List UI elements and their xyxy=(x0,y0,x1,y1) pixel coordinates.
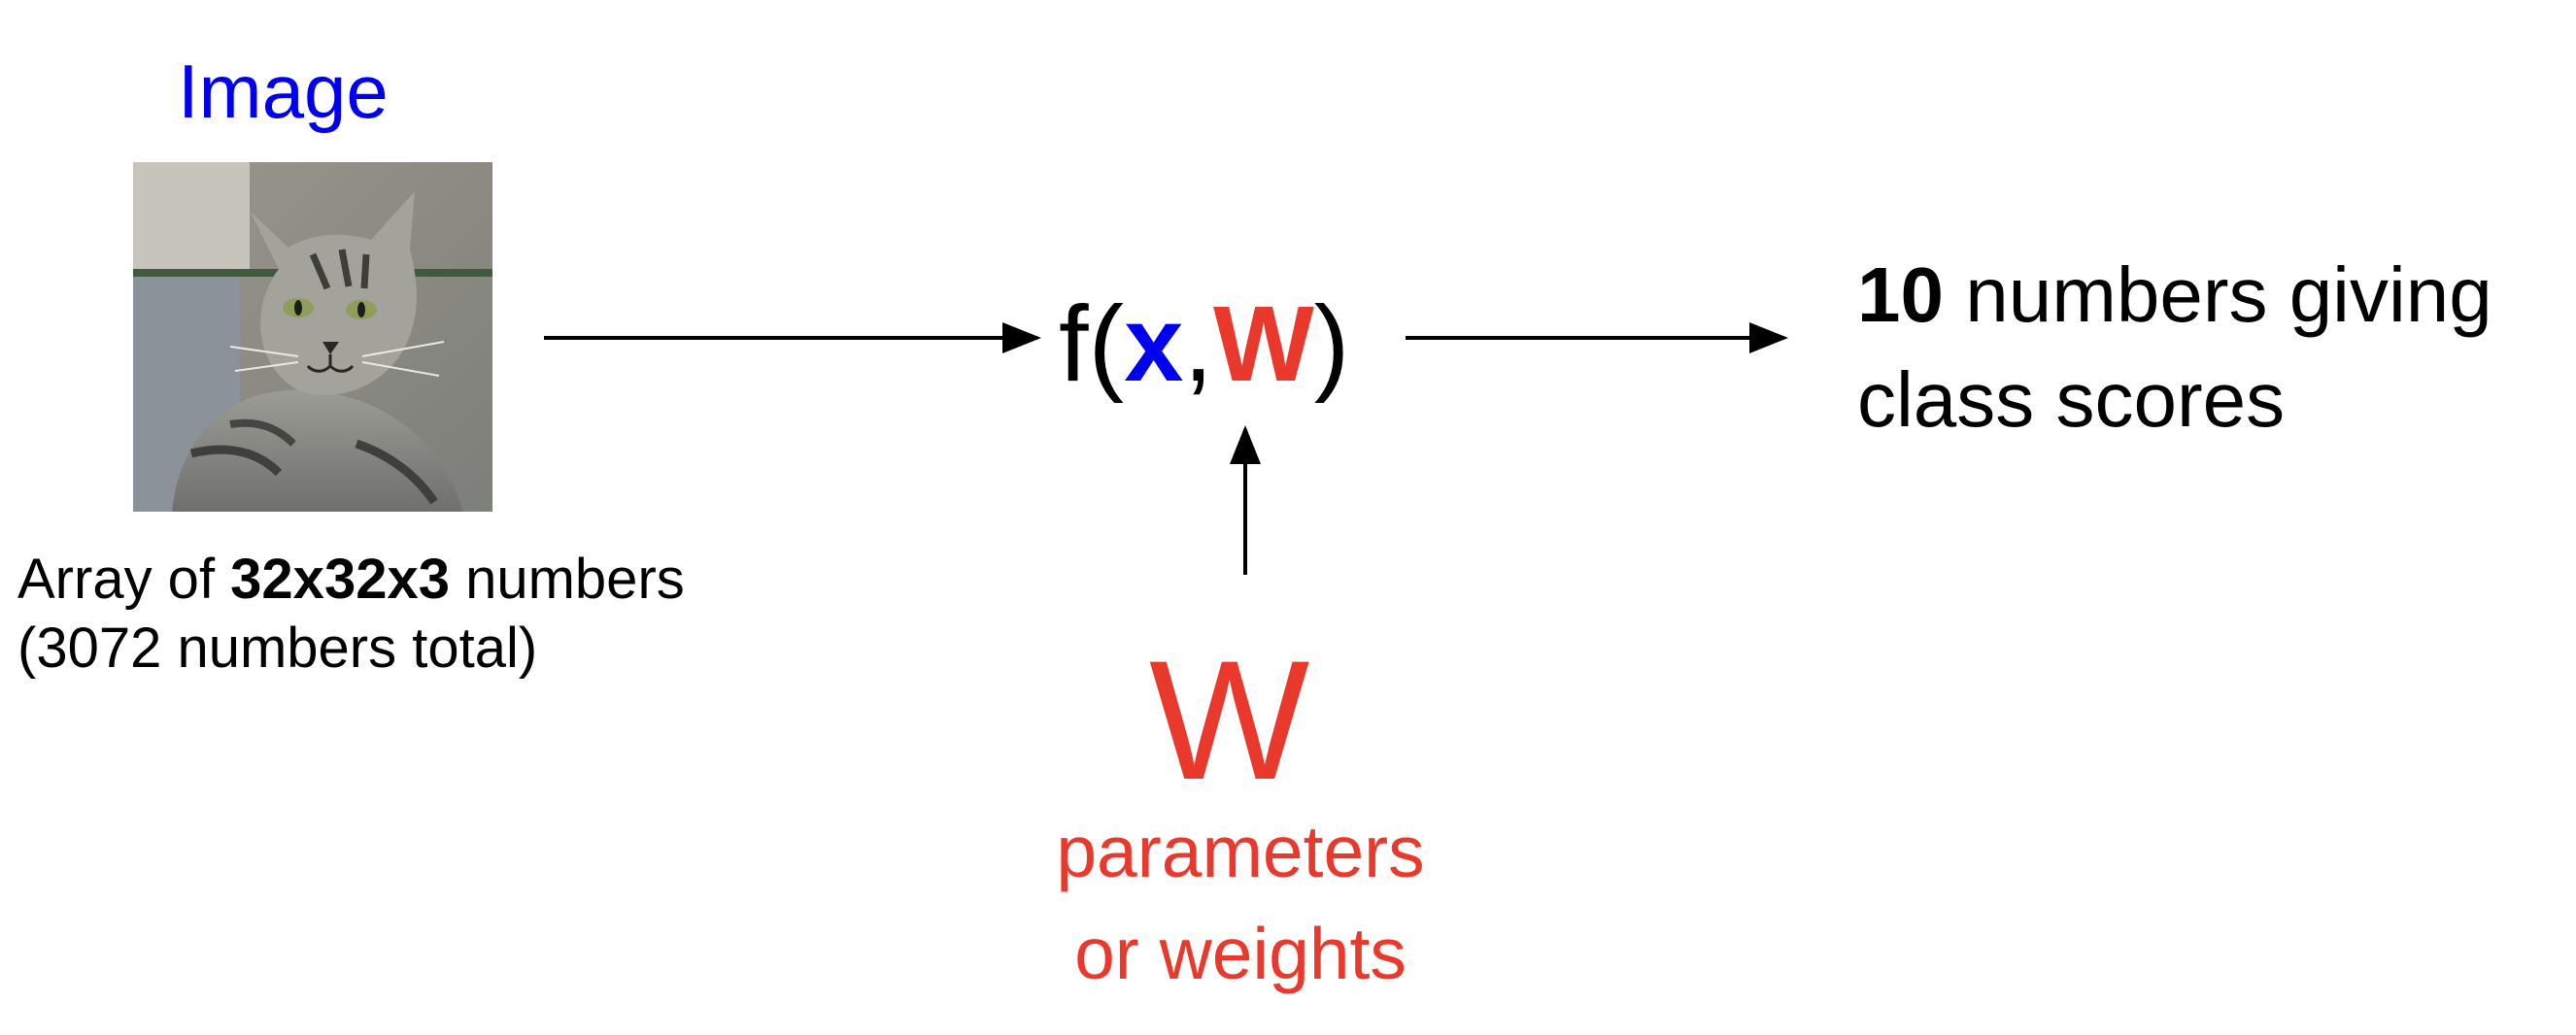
array-caption-prefix: Array of xyxy=(17,548,231,611)
array-caption-suffix: numbers xyxy=(449,548,685,611)
weights-caption: parameters or weights xyxy=(1022,801,1459,1005)
cat-photo xyxy=(133,162,492,512)
array-caption-line2: (3072 numbers total) xyxy=(17,616,538,680)
function-x-variable: x xyxy=(1124,284,1184,404)
weights-caption-line1: parameters xyxy=(1056,811,1425,892)
output-caption-line2: class scores xyxy=(1857,356,2286,443)
function-suffix: ) xyxy=(1313,284,1350,404)
function-w-variable: W xyxy=(1212,284,1314,404)
function-comma: , xyxy=(1183,284,1213,404)
output-caption-line1: 10 numbers giving xyxy=(1857,243,2492,348)
weights-symbol: W xyxy=(1149,626,1310,816)
output-caption: 10 numbers giving class scores xyxy=(1857,243,2492,452)
output-count: 10 xyxy=(1857,251,1944,338)
image-title: Image xyxy=(178,49,389,134)
output-caption-text1: numbers giving xyxy=(1943,251,2492,338)
array-caption: Array of 32x32x3 numbers (3072 numbers t… xyxy=(17,546,685,684)
array-dimensions: 32x32x3 xyxy=(230,548,450,611)
function-prefix: f( xyxy=(1059,284,1125,404)
weights-caption-line2: or weights xyxy=(1074,913,1407,994)
function-expression: f(x,W) xyxy=(1059,291,1349,398)
array-caption-line1: Array of 32x32x3 numbers xyxy=(17,546,685,615)
